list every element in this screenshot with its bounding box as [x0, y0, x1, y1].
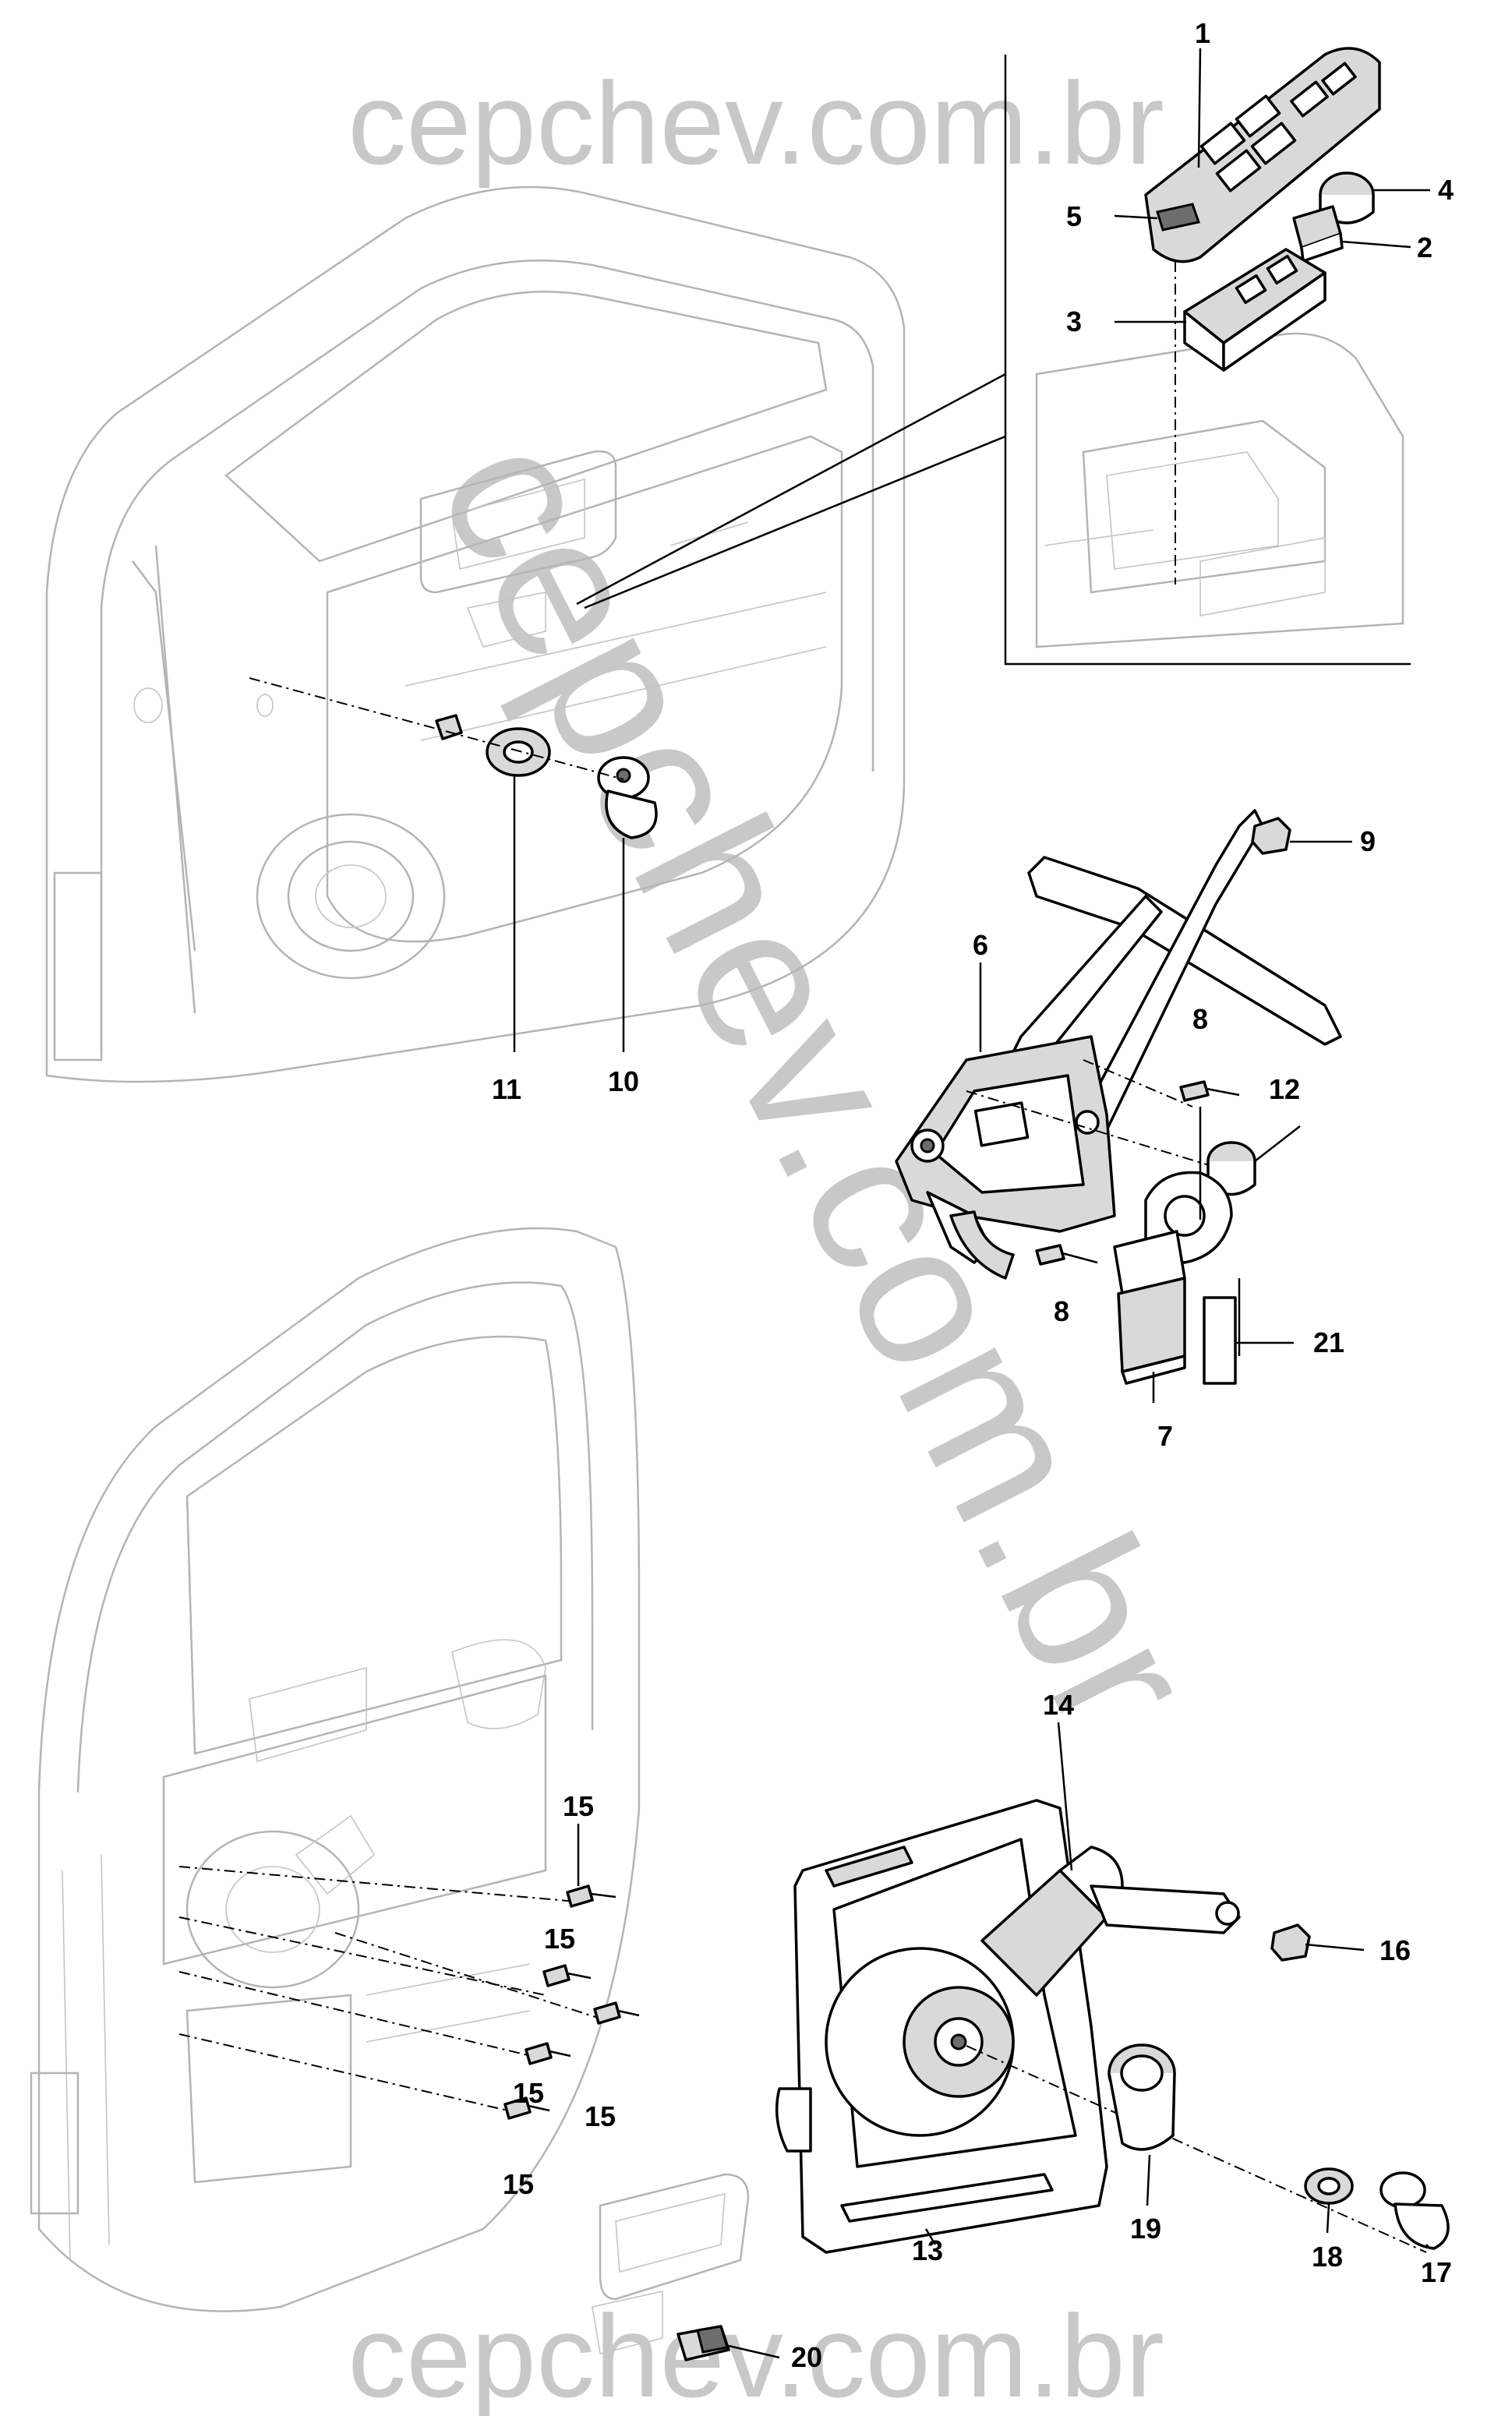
- callout-7: 7: [1157, 1420, 1173, 1452]
- watermark-bottom: cepchev.com.br: [348, 2291, 1164, 2416]
- axis-front-crank: [249, 677, 624, 780]
- callout-19: 19: [1130, 2213, 1161, 2245]
- axis-front-screws-2: [1083, 1059, 1193, 1107]
- callout-6: 6: [973, 929, 988, 961]
- part-14-rear-motor: [980, 1846, 1241, 1997]
- callout-15-c: 15: [513, 2077, 544, 2109]
- callout-8-upper: 8: [1192, 1003, 1208, 1035]
- callout-17: 17: [1421, 2256, 1452, 2288]
- part-11-bushing-front: [435, 714, 551, 777]
- part-21-label: [1203, 1296, 1237, 1385]
- part-8-screw-lower: [1035, 1244, 1098, 1266]
- callout-12: 12: [1269, 1073, 1300, 1105]
- watermark-top: cepchev.com.br: [348, 58, 1164, 189]
- axis-rear-screw-3: [334, 1932, 601, 2019]
- axis-rear-screw-2: [178, 1916, 546, 1996]
- callout-15-a: 15: [563, 1790, 594, 1822]
- callout-10: 10: [608, 1065, 639, 1097]
- callout-8-lower: 8: [1054, 1295, 1069, 1327]
- rear-door-outline: [30, 1227, 641, 2312]
- part-1-switch-bezel: [1144, 47, 1381, 263]
- callout-labels: 1 4 5 2 3 9 6 8 12 11 10 8 21 7 14 15 15…: [492, 17, 1454, 2373]
- callout-3: 3: [1066, 306, 1082, 337]
- callout-2: 2: [1417, 231, 1433, 263]
- inset-frame: [576, 55, 1411, 666]
- callout-13: 13: [912, 2234, 943, 2266]
- inset-door-detail: [1035, 332, 1404, 648]
- leader-lines: [513, 48, 1431, 2359]
- part-16-nut: [1270, 1923, 1311, 1962]
- axis-front-screws: [966, 1090, 1248, 1178]
- part-20-rear-switch: [677, 2325, 730, 2361]
- axis-rear-screw-4: [178, 1971, 539, 2058]
- axis-rear-screw-1: [178, 1866, 578, 1902]
- callout-18: 18: [1312, 2241, 1343, 2273]
- part-15-screws: [503, 1884, 640, 2120]
- callout-1: 1: [1195, 17, 1210, 49]
- part-2-single-switch: [1292, 205, 1344, 263]
- part-17-window-crank-rear: [1380, 2171, 1450, 2250]
- part-5-clip: [1156, 203, 1200, 231]
- axis-rear-screw-5: [178, 2033, 515, 2113]
- part-6-front-regulator: [895, 809, 1342, 1280]
- part-19-sleeve: [1108, 2043, 1176, 2151]
- rear-switch-panel-outline: [592, 2173, 750, 2354]
- part-18-bushing-rear: [1304, 2167, 1354, 2205]
- callout-9: 9: [1360, 825, 1376, 857]
- callout-15-e: 15: [503, 2168, 534, 2200]
- front-door-outline: [45, 185, 906, 1083]
- callout-21: 21: [1313, 1326, 1344, 1358]
- callout-4: 4: [1438, 174, 1454, 206]
- callout-5: 5: [1066, 200, 1082, 232]
- callout-20: 20: [791, 2341, 822, 2373]
- callout-15-b: 15: [544, 1923, 575, 1955]
- part-8-screw-upper: [1179, 1080, 1240, 1102]
- part-10-window-crank-front: [597, 756, 658, 839]
- callout-11: 11: [492, 1073, 521, 1105]
- callout-14: 14: [1043, 1689, 1074, 1721]
- part-7-window-motor: [1113, 1171, 1233, 1385]
- part-9-nut: [1251, 817, 1291, 855]
- part-3-master-switch: [1183, 248, 1327, 372]
- callout-15-d: 15: [585, 2100, 616, 2132]
- axis-rear-crank: [966, 2045, 1427, 2253]
- callout-16: 16: [1380, 1934, 1411, 1966]
- part-13-rear-regulator: [775, 1799, 1108, 2254]
